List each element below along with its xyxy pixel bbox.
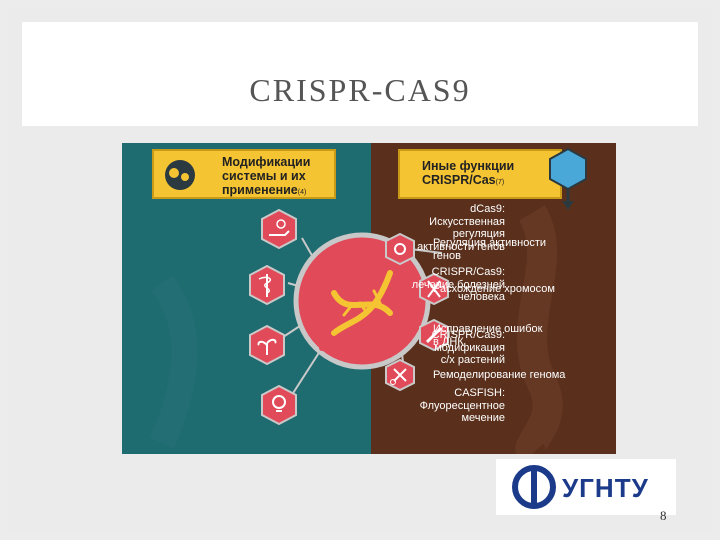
plant-icon	[249, 325, 285, 365]
right-header-ref: (7)	[495, 179, 505, 186]
right-item-chromosome-segregation: Расхождение хромосом	[433, 283, 555, 295]
caduceus-icon	[249, 265, 285, 305]
gears-icon	[385, 233, 415, 265]
ugntu-emblem-icon	[512, 465, 556, 509]
right-item-gene-regulation: Регуляция активности генов	[433, 237, 547, 262]
ugntu-logo: УГНТУ	[496, 459, 676, 515]
logo-text: УГНТУ	[562, 473, 649, 503]
page-number: 8	[660, 508, 667, 523]
left-header-banner: Модификации системы и их применение(4)	[152, 149, 336, 199]
hand-hormone-icon	[261, 209, 297, 249]
bg-dna-right-decoration	[515, 205, 563, 454]
lightbulb-icon	[261, 385, 297, 425]
crispr-infographic: Модификации системы и их применение(4) И…	[122, 143, 616, 454]
right-item-dna-repair: Исправление ошибок в ДНК	[433, 323, 543, 348]
scissors-icon	[385, 359, 415, 391]
right-header-title: Иные функции CRISPR/Cas	[422, 159, 515, 187]
brain-gears-icon	[165, 160, 195, 190]
left-item-dcas9: dCas9: Искусственная регуляция активност…	[417, 203, 505, 253]
cas-molecule-icon	[549, 147, 587, 209]
left-item-disease-treatment: CRISPR/Cas9: лечение болезней человека	[411, 266, 505, 303]
left-item-plant-modification: CRISPR/Cas9: модификация с/х растений	[431, 329, 505, 366]
chromosome-icon	[419, 273, 449, 305]
infographic-graphics	[150, 205, 563, 454]
right-header-banner: Иные функции CRISPR/Cas(7)	[398, 149, 562, 199]
left-header-ref: (4)	[297, 189, 307, 196]
left-header-title: Модификации системы и их применение	[222, 155, 311, 197]
bg-dna-left-decoration	[150, 275, 198, 449]
syringe-icon	[419, 319, 449, 351]
left-item-casfish: CASFISH: Флуоресцентное мечение	[419, 387, 505, 424]
title-band: CRISPR-CAS9	[22, 22, 698, 126]
right-item-genome-remodeling: Ремоделирование генома	[433, 369, 566, 381]
slide-title: CRISPR-CAS9	[249, 72, 471, 108]
dna-helix-icon	[331, 270, 393, 336]
